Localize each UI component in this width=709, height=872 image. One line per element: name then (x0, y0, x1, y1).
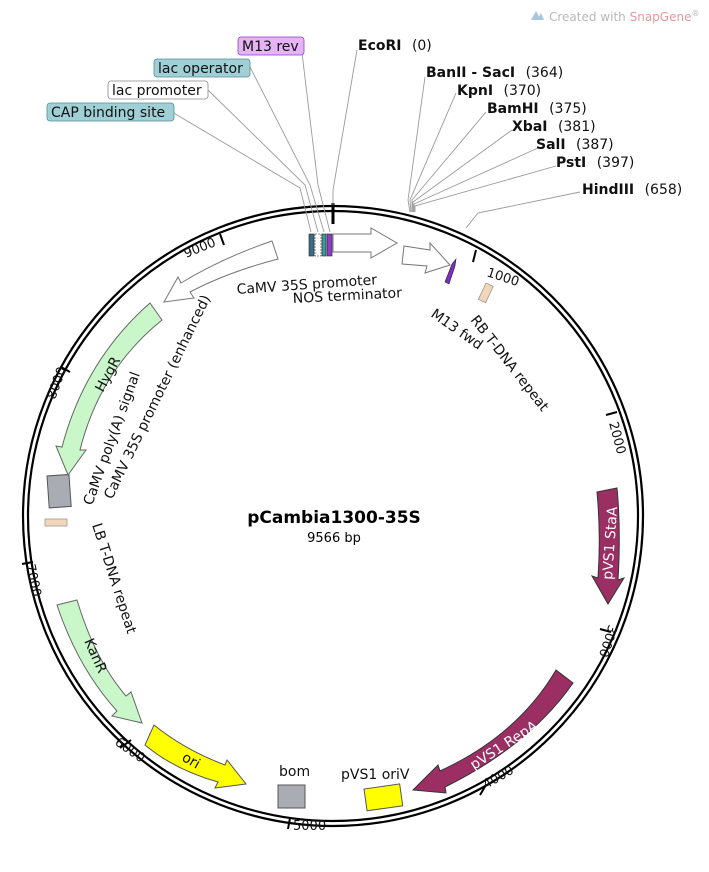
watermark-prefix: Created with (549, 10, 626, 24)
snapgene-watermark: Created with SnapGene® (531, 9, 699, 24)
callout-m13-rev-label: M13 rev (242, 39, 299, 55)
site-sali: SalI (387) (536, 137, 614, 153)
restriction-sites: EcoRI (0) BanII - SacI (364) KpnI (370) … (358, 38, 682, 198)
lb-t-dna-box (44, 518, 68, 527)
watermark-brand: SnapGene (630, 10, 692, 24)
svg-text:Created with SnapGene®: Created with SnapGene® (549, 9, 699, 24)
lb-t-dna-label: LB T-DNA repeat (88, 521, 139, 636)
bom-label: bom (279, 764, 310, 780)
rb-t-dna-label: RB T-DNA repeat (467, 313, 552, 415)
ori-arrow (144, 724, 247, 789)
site-ecori: EcoRI (0) (358, 38, 432, 54)
site-hindiii: HindIII (658) (582, 182, 682, 198)
callout-cap-binding-site: CAP binding site (46, 102, 175, 122)
pvs1-staa-arrow (590, 487, 626, 605)
plasmid-size: 9566 bp (307, 531, 361, 546)
pvs1-staa-label: pVS1 StaA (600, 506, 621, 581)
bom-box (277, 784, 306, 809)
watermark-reg: ® (691, 9, 699, 18)
camv-35s-promoter-arrow (332, 227, 399, 259)
site-xbai: XbaI (381) (512, 119, 596, 135)
tick-9000: 9000 (182, 235, 218, 261)
site-kpni: KpnI (370) (457, 83, 541, 99)
cap-binding-bar (308, 233, 315, 257)
lac-operator-bar (321, 233, 327, 257)
tick-marks (21, 203, 618, 830)
tick-5000: 5000 (293, 819, 326, 834)
lac-promoter-bar (314, 233, 322, 257)
callout-lac-operator: lac operator (153, 58, 251, 78)
m13-fwd-arrow (444, 257, 457, 285)
callout-lac-operator-label: lac operator (158, 61, 243, 77)
ori-label: ori (179, 750, 203, 773)
site-bamhi: BamHI (375) (487, 101, 587, 117)
callout-m13-rev: M13 rev (237, 36, 305, 56)
pvs1-repa-arrow (411, 669, 574, 794)
pvs1-oriv-box (363, 783, 404, 812)
callout-lac-promoter-label: lac promoter (112, 83, 202, 99)
kanr-arrow (56, 599, 143, 724)
camv-35s-enhanced-box (46, 473, 72, 509)
plasmid-name: pCambia1300-35S (247, 508, 421, 528)
tick-3000: 3000 (595, 623, 619, 659)
tick-8000: 8000 (45, 365, 70, 401)
tick-4000: 4000 (481, 763, 517, 793)
tick-7000: 7000 (22, 563, 44, 598)
callout-lac-promoter: lac promoter (107, 80, 209, 100)
hygr-arrow (55, 302, 163, 477)
site-leaders (332, 49, 581, 229)
snapgene-logo-icon (531, 11, 544, 20)
tick-6000: 6000 (112, 735, 148, 766)
pvs1-oriv-label: pVS1 oriV (341, 767, 410, 783)
site-psti: PstI (397) (556, 155, 634, 171)
callout-cap-binding-site-label: CAP binding site (51, 105, 165, 121)
nos-terminator-arrow (401, 241, 451, 274)
site-banii-saci: BanII - SacI (364) (426, 65, 563, 81)
camv-35s-promoter-left-arrow (163, 240, 279, 303)
callout-leaders (171, 52, 331, 233)
m13rev-bar (326, 233, 333, 257)
features (44, 227, 626, 812)
rb-t-dna-box (477, 282, 494, 304)
nos-terminator-label: NOS terminator (292, 285, 402, 307)
